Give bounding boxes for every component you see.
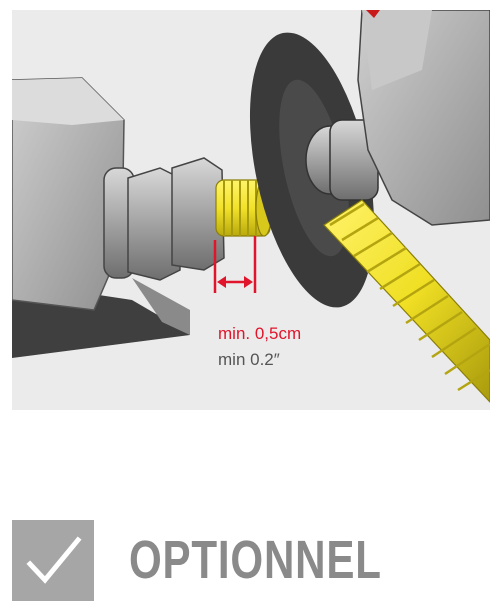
dimension-marker: [213, 236, 257, 293]
checkmark-icon: [12, 520, 94, 601]
dimension-imperial: min 0.2″: [218, 350, 280, 369]
hex-nut-outer: [171, 157, 225, 271]
hex-nut: [127, 167, 181, 281]
dimension-metric: min. 0,5cm: [218, 324, 302, 343]
optional-footer: OPTIONNEL: [12, 520, 490, 601]
installation-illustration: min. 0,5cm min 0.2″: [12, 10, 490, 410]
optional-label: OPTIONNEL: [129, 530, 382, 590]
corrugated-hose: [323, 199, 490, 403]
fitting-drawing: [12, 10, 490, 403]
